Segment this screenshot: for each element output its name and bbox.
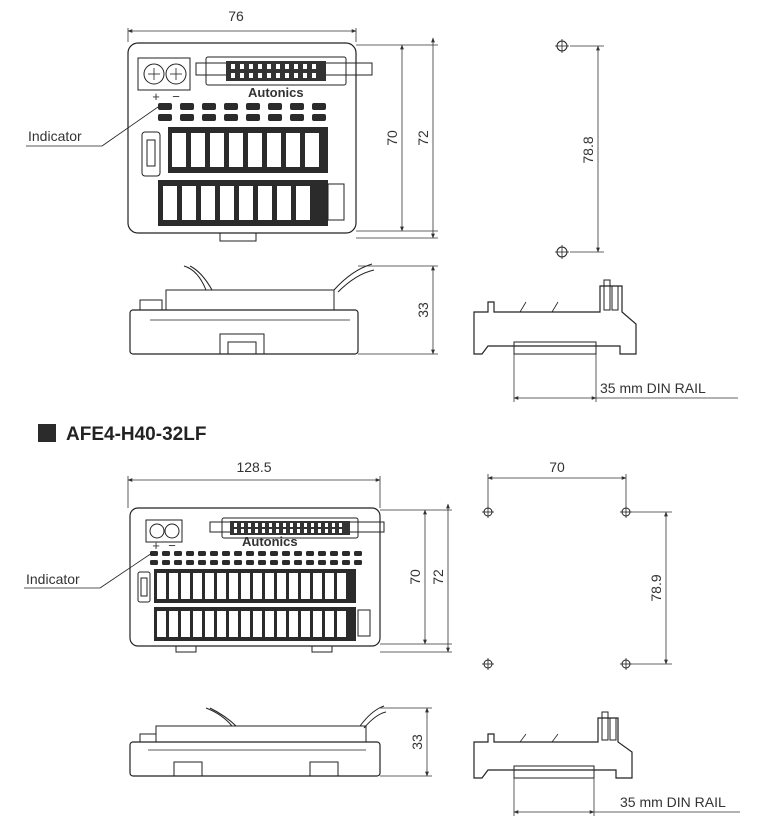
model1-end-view: 35 mm DIN RAIL	[473, 279, 738, 402]
model2-end-view: 35 mm DIN RAIL	[473, 711, 740, 816]
model2-mounting-holes: 70 78.9	[482, 459, 672, 670]
model1-mount-pitch-label: 78.8	[580, 136, 596, 163]
model1-mounting-holes: 78.8	[555, 39, 604, 259]
model1-indicator-label: Indicator	[28, 128, 82, 144]
model2-width-label: 128.5	[236, 459, 271, 475]
section2-title: AFE4-H40-32LF	[66, 424, 206, 445]
model2-indicator-label: Indicator	[26, 571, 80, 587]
model2-height-outer-label: 72	[430, 569, 446, 585]
model2-rail-label: 35 mm DIN RAIL	[620, 794, 726, 810]
model1-height-outer-label: 72	[415, 130, 431, 146]
svg-text:+: +	[152, 538, 160, 553]
model1-height-inner-label: 70	[384, 130, 400, 146]
svg-text:+: +	[152, 89, 160, 104]
model1-top-view: 76 + − Autonics	[26, 8, 438, 242]
model2-height-inner-label: 70	[407, 569, 423, 585]
model2-brand-label: Autonics	[242, 534, 298, 549]
model1-brand-label: Autonics	[248, 85, 304, 100]
model1-side-view: 33	[129, 263, 438, 355]
model2-side-view: 33	[129, 705, 432, 777]
svg-text:−: −	[172, 89, 180, 104]
model2-mount-width-label: 70	[549, 459, 565, 475]
model2-side-height-label: 33	[409, 734, 425, 750]
model1-side-height-label: 33	[415, 302, 431, 318]
model2-top-view: 128.5 + − Autonics	[24, 459, 452, 653]
model1-rail-label: 35 mm DIN RAIL	[600, 380, 706, 396]
svg-text:−: −	[168, 538, 176, 553]
model2-mount-pitch-label: 78.9	[648, 574, 664, 601]
model1-width-label: 76	[228, 8, 244, 24]
section2-bullet-square	[38, 424, 56, 442]
